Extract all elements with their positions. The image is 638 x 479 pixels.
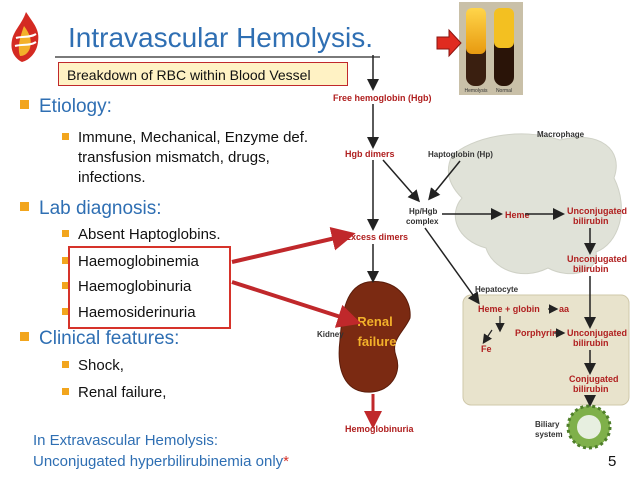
flow-arrow [382, 159, 420, 203]
lab-item: Haemoglobinemia [62, 253, 199, 270]
biliary-system-icon [566, 404, 612, 450]
macrophage-label: Macrophage [537, 130, 585, 139]
complex-label: complex [406, 217, 439, 226]
flow-arrow [482, 329, 493, 344]
footer-note-line1: In Extravascular Hemolysis: [33, 432, 219, 449]
renal-label: Renal [357, 314, 392, 329]
tube-label: Hemolysis [464, 88, 488, 94]
hgb-dimers-label: Hgb dimers [345, 149, 395, 159]
clinical-item: Renal failure, [62, 384, 166, 401]
porphyrin-label: Porphyrin [515, 328, 558, 338]
etiology-item: Immune, Mechanical, Enzyme def. [62, 129, 308, 146]
biliary-label: system [535, 430, 563, 439]
free-hgb-label: Free hemoglobin (Hgb) [333, 93, 432, 103]
biliary-label: Biliary [535, 420, 560, 429]
bullet-icon [62, 229, 69, 237]
etiology-item-cont: transfusion mismatch, drugs, [78, 149, 270, 166]
fe-label: Fe [481, 344, 492, 354]
bullet-icon [62, 307, 69, 315]
bilirubin-label: bilirubin [573, 384, 609, 394]
highlight-arrow [231, 280, 362, 328]
clinical-heading: Clinical features: [20, 328, 179, 350]
heme-label: Heme [505, 210, 530, 220]
slide-title: Intravascular Hemolysis. [68, 22, 373, 53]
bilirubin-label: bilirubin [573, 264, 609, 274]
bullet-icon [20, 100, 29, 110]
conjugated-label: Conjugated [569, 374, 619, 384]
haptoglobin-label: Haptoglobin (Hp) [428, 150, 493, 159]
kidney-label: Kidney [317, 330, 344, 339]
page-number: 5 [608, 453, 617, 470]
heme-globin-label: Heme + globin [478, 304, 540, 314]
pointer-arrow-icon [436, 28, 462, 58]
unconjugated-label: Unconjugated [567, 206, 627, 216]
highlight-arrow [231, 227, 356, 264]
bullet-icon [62, 387, 69, 395]
failure-label: failure [357, 334, 396, 349]
title-divider [55, 56, 380, 58]
flow-arrow [424, 227, 480, 305]
bullet-icon [62, 132, 69, 140]
etiology-heading: Etiology: [20, 96, 112, 118]
excess-dimers-label: Excess dimers [345, 232, 408, 242]
lab-diagnosis-heading: Lab diagnosis: [20, 198, 162, 220]
subtitle-box: Breakdown of RBC within Blood Vessel [58, 62, 348, 86]
clinical-item: Shock, [62, 357, 124, 374]
hp-hgb-label: Hp/Hgb [409, 207, 438, 216]
flame-logo-icon [11, 12, 39, 62]
test-tubes-photo: Hemolysis Normal [459, 2, 523, 95]
bilirubin-label: bilirubin [573, 338, 609, 348]
aa-label: aa [559, 304, 570, 314]
bilirubin-label: bilirubin [573, 216, 609, 226]
bullet-icon [62, 256, 69, 264]
hemoglobinuria-label: Hemoglobinuria [345, 424, 414, 434]
etiology-item-cont: infections. [78, 169, 146, 186]
bullet-icon [62, 281, 69, 289]
unconjugated-label: Unconjugated [567, 328, 627, 338]
bullet-icon [62, 360, 69, 368]
bullet-icon [20, 332, 29, 342]
bullet-icon [20, 202, 29, 212]
highlight-box [68, 246, 231, 329]
lab-item: Haemoglobinuria [62, 278, 191, 295]
flow-arrow [428, 160, 461, 201]
unconjugated-label: Unconjugated [567, 254, 627, 264]
hepatocyte-label: Hepatocyte [475, 285, 519, 294]
lab-item: Haemosiderinuria [62, 304, 196, 321]
tube-label: Normal [496, 88, 512, 94]
lab-item: Absent Haptoglobins. [62, 226, 221, 243]
footer-note-line2: Unconjugated hyperbilirubinemia only* [33, 453, 289, 470]
